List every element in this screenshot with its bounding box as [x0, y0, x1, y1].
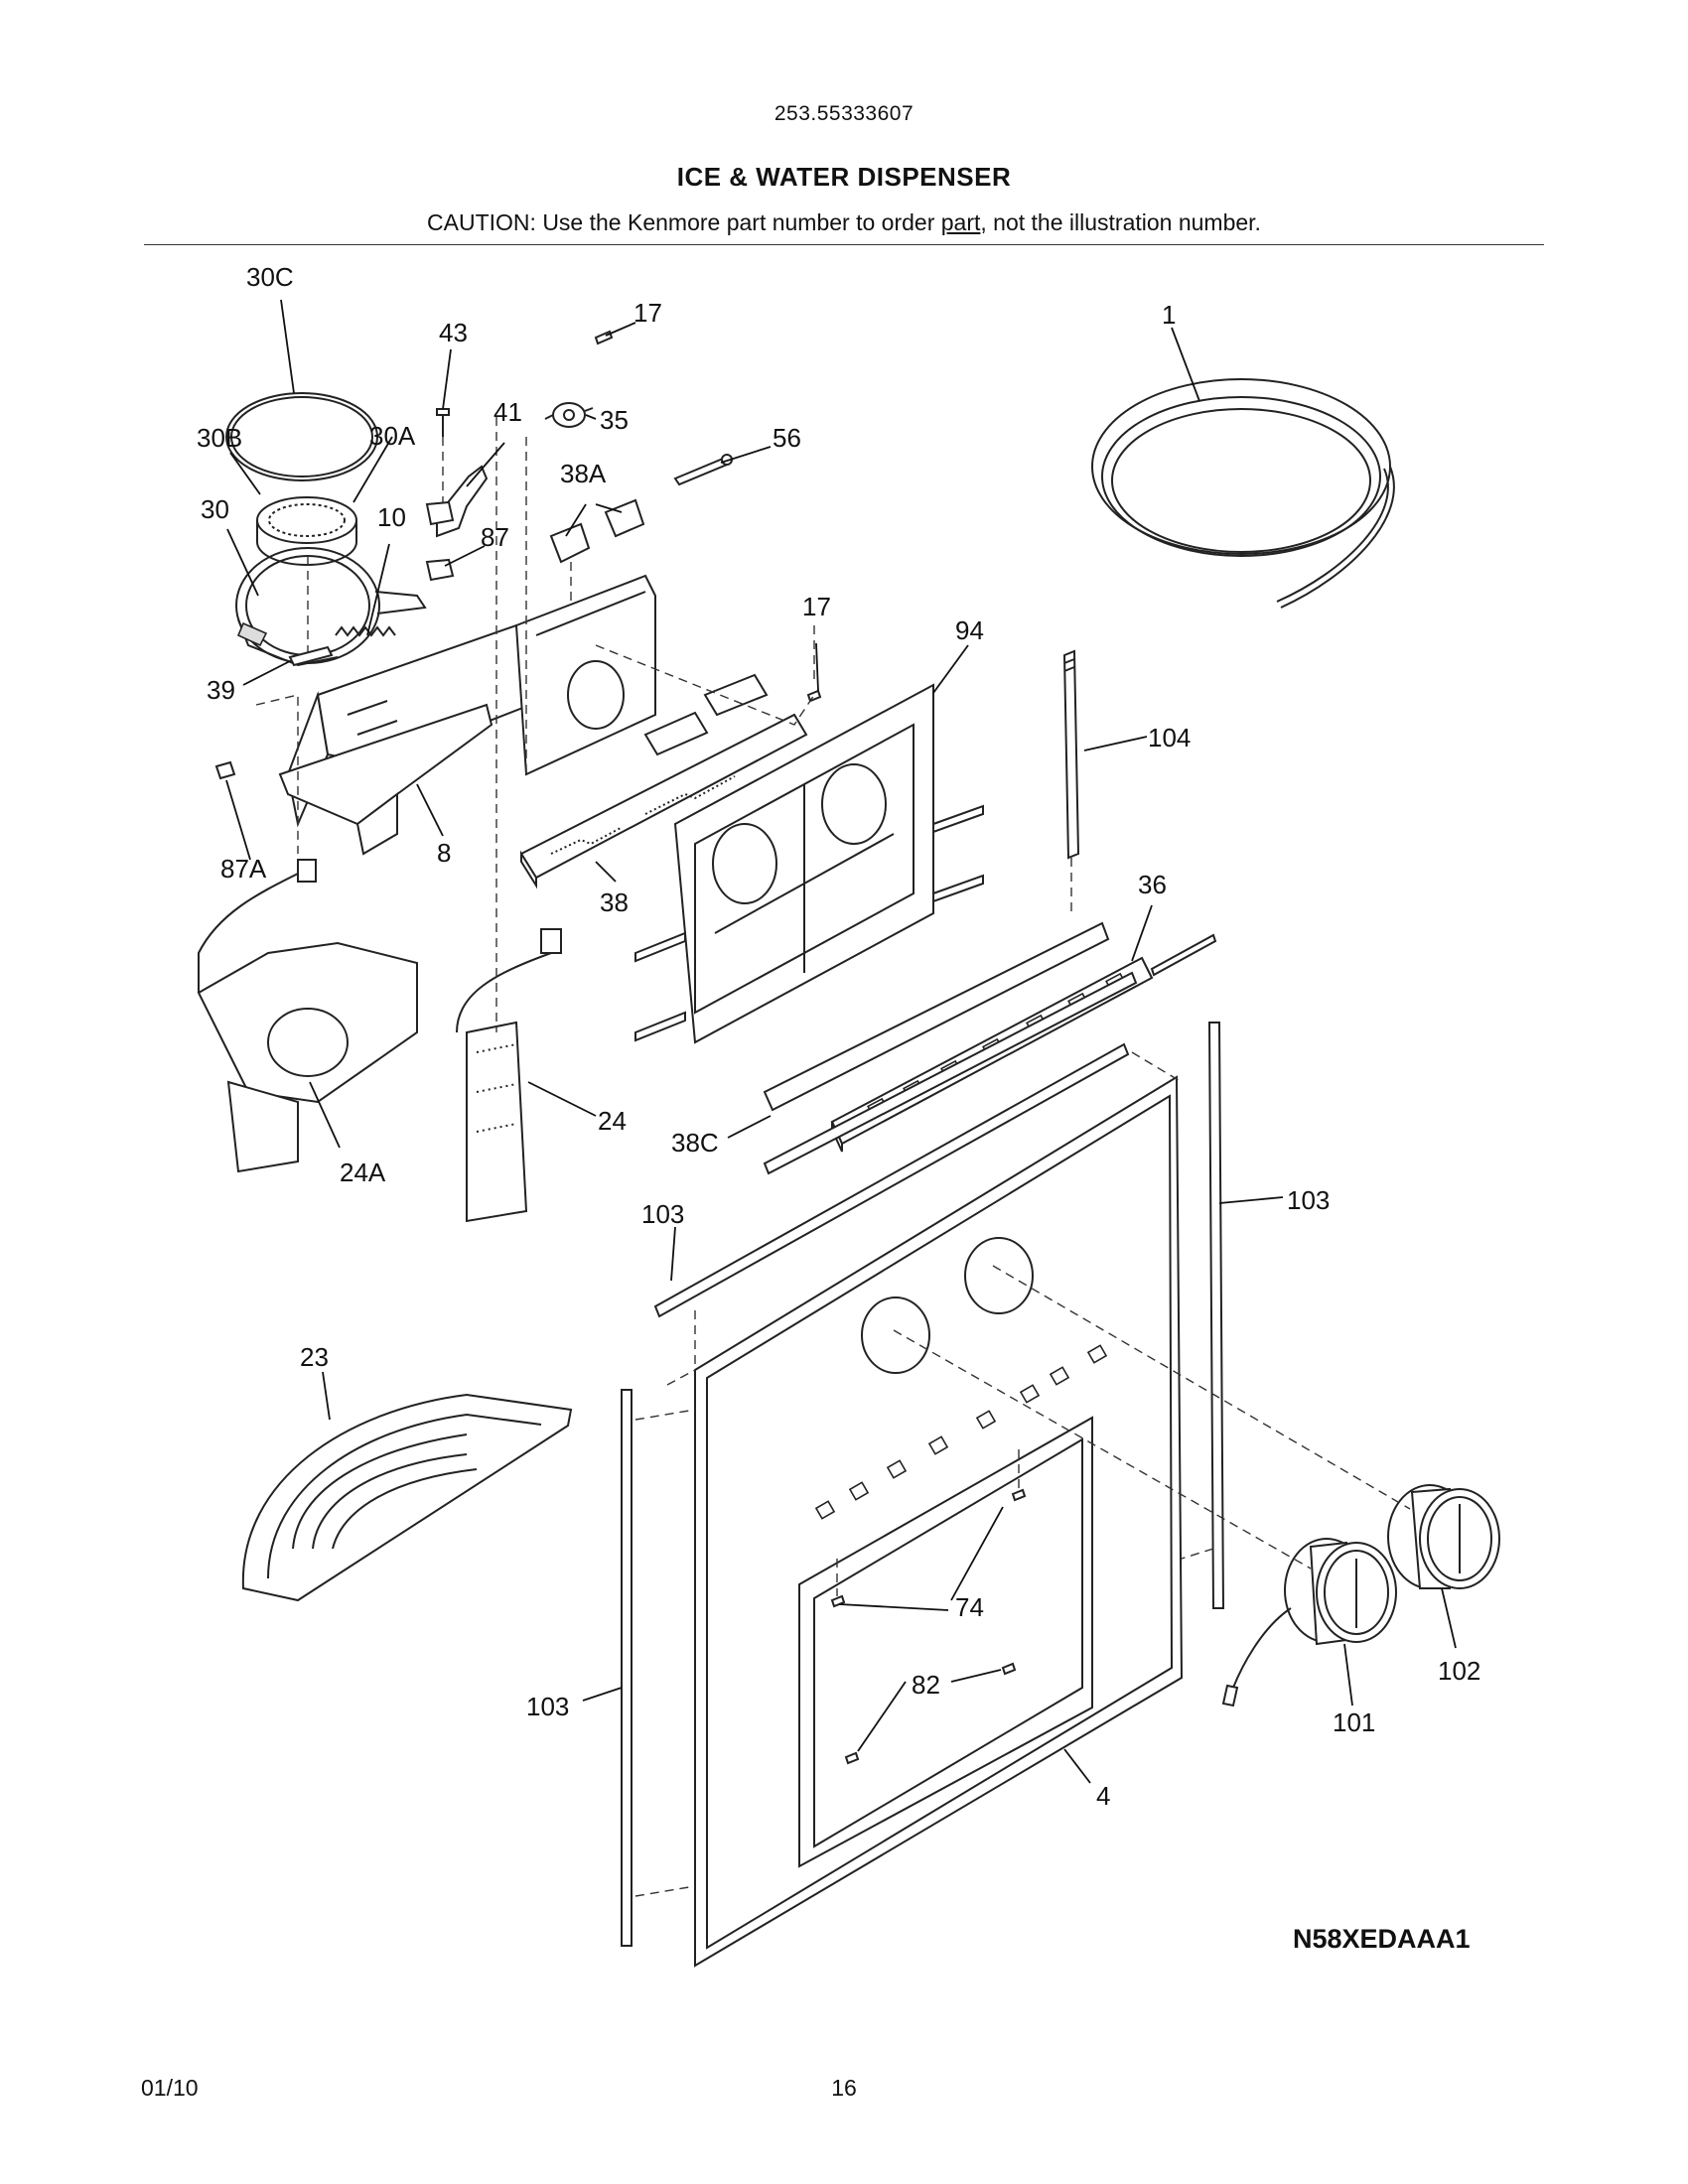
callout-labels: 30C 43 17 1 41 35 30B 30A 56 38A 30 10 8…	[197, 262, 1480, 1811]
alignment-lines	[525, 437, 1214, 1897]
part-103-trim-left	[621, 1389, 633, 1947]
page-title: ICE & WATER DISPENSER	[676, 162, 1012, 192]
callout-label: 4	[1096, 1781, 1110, 1811]
revision-date: 01/10	[141, 2075, 199, 2101]
callout-label: 36	[1138, 870, 1167, 899]
part-41-bracket	[425, 465, 489, 538]
header-divider	[144, 244, 1544, 245]
part-38a-switches	[549, 498, 645, 606]
part-35-actuator	[544, 402, 594, 428]
part-38-control-board	[519, 673, 808, 889]
callout-label: 87	[481, 522, 509, 552]
part-103-trim-right	[1207, 1022, 1225, 1609]
part-103-trim-top	[653, 1042, 1130, 1318]
part-10-spring	[335, 625, 396, 637]
part-30b-cap	[256, 496, 357, 566]
part-87a-clip	[214, 694, 299, 854]
callout-label: 103	[1287, 1185, 1330, 1215]
part-43-screw	[436, 408, 450, 516]
part-8-upper-frame	[514, 574, 656, 776]
callout-label: 30	[201, 494, 229, 524]
part-1-water-tubing	[1091, 378, 1395, 609]
callout-label: 23	[300, 1342, 329, 1372]
part-38c-membrane	[763, 921, 1138, 1175]
callout-label: 82	[912, 1670, 940, 1700]
caution-note: CAUTION: Use the Kenmore part number to …	[0, 209, 1688, 236]
callout-label: 104	[1148, 723, 1191, 752]
callout-label: 24A	[340, 1158, 386, 1187]
callout-label: 94	[955, 615, 984, 645]
callout-label: 35	[600, 405, 629, 435]
callout-label: 38	[600, 887, 629, 917]
callout-label: 102	[1438, 1656, 1480, 1686]
callout-label: 41	[493, 397, 522, 427]
part-39-pin	[288, 645, 334, 667]
callout-label: 56	[773, 423, 801, 453]
part-30c-gasket-ring	[225, 392, 378, 481]
callout-label: 24	[598, 1106, 627, 1136]
model-number: 253.55333607	[774, 102, 914, 125]
part-56-rod	[673, 454, 733, 486]
callout-label: 103	[526, 1692, 569, 1721]
caution-text: CAUTION: Use the Kenmore part number to …	[427, 209, 941, 235]
caution-text-end: , not the illustration number.	[980, 209, 1261, 235]
callout-label: 38C	[671, 1128, 719, 1158]
callout-label: 30B	[197, 423, 242, 453]
part-30-ice-chute-ring	[235, 547, 427, 667]
part-101-dial	[893, 1329, 1397, 1707]
part-82-screws	[844, 1662, 1017, 1765]
diagram-code: N58XEDAAA1	[1293, 1924, 1471, 1954]
callout-label: 8	[437, 838, 451, 868]
part-23-drip-tray	[241, 1393, 573, 1602]
part-4-dispenser-panel	[694, 1075, 1184, 1968]
callout-label: 74	[955, 1592, 984, 1622]
part-104-strip	[1062, 649, 1080, 913]
callout-label: 87A	[220, 854, 267, 884]
callout-label: 30A	[369, 421, 416, 451]
callout-label: 10	[377, 502, 406, 532]
callout-label: 38A	[560, 459, 607, 488]
callout-label: 17	[802, 592, 831, 621]
caution-part-link: part	[940, 209, 981, 235]
callout-label: 39	[207, 675, 235, 705]
part-24-water-tube-assembly	[456, 417, 562, 1223]
part-94-dispenser-frame	[634, 683, 984, 1044]
callout-label: 103	[641, 1199, 684, 1229]
callout-label: 1	[1162, 300, 1176, 330]
part-102-dial	[992, 1265, 1500, 1589]
callout-label: 17	[633, 298, 662, 328]
callout-label: 101	[1333, 1707, 1375, 1737]
callout-leaders	[225, 299, 1457, 1784]
callout-label: 30C	[246, 262, 294, 292]
callout-label: 43	[439, 318, 468, 347]
part-74-screws	[830, 1449, 1027, 1608]
page-number: 16	[831, 2075, 857, 2101]
part-24a-ice-door	[197, 859, 418, 1173]
